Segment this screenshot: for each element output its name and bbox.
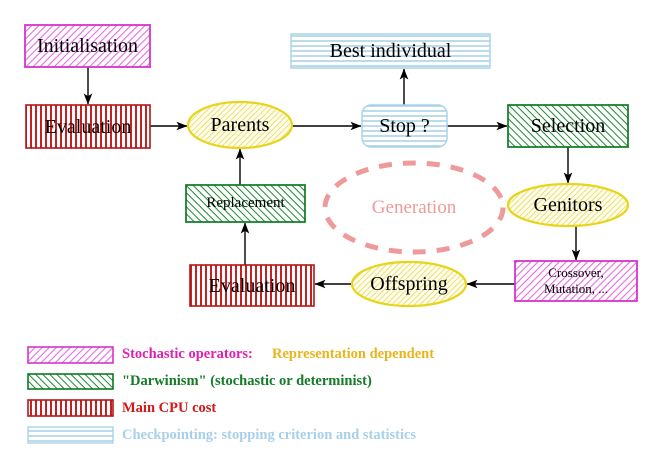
legend-label-representation-dependent: Representation dependent bbox=[272, 346, 435, 362]
legend-label-darwinism: "Darwinism" (stochastic or determinist) bbox=[122, 373, 372, 389]
node-selection[interactable] bbox=[507, 104, 629, 148]
legend-swatch-red-vert bbox=[27, 399, 114, 417]
node-genitors[interactable] bbox=[506, 182, 630, 228]
node-replacement[interactable] bbox=[185, 184, 306, 223]
legend-label-checkpointing: Checkpointing: stopping criterion and st… bbox=[122, 427, 417, 443]
edge-layer bbox=[83, 67, 581, 289]
legend-label-stochastic-operators: Stochastic operators: bbox=[122, 346, 253, 362]
node-best-individual[interactable] bbox=[290, 33, 491, 69]
legend-label-main-cpu-cost: Main CPU cost bbox=[122, 400, 217, 416]
legend-swatch-magenta-diag bbox=[27, 346, 114, 364]
node-offspring[interactable] bbox=[350, 260, 468, 308]
node-generation bbox=[322, 160, 506, 255]
node-parents[interactable] bbox=[186, 100, 294, 150]
node-layer bbox=[24, 24, 638, 308]
legend-swatch-blue-horz bbox=[27, 426, 114, 444]
node-evaluation-top[interactable] bbox=[25, 104, 151, 149]
legend-swatch-layer bbox=[27, 346, 114, 444]
node-stop[interactable] bbox=[361, 104, 448, 148]
node-evaluation-bottom[interactable] bbox=[189, 264, 315, 307]
node-crossover-mutation[interactable] bbox=[514, 260, 638, 302]
node-initialisation[interactable] bbox=[24, 24, 151, 68]
legend-swatch-green-diag bbox=[27, 373, 114, 390]
